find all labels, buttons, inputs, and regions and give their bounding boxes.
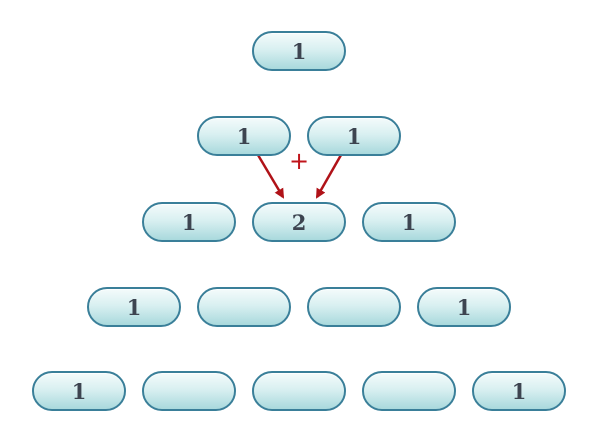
arrow-right-parent-to-child [315,154,343,199]
triangle-cell-r3-c2 [307,287,401,327]
triangle-cell-r4-c0: 1 [32,371,126,411]
triangle-cell-r1-c1: 1 [307,116,401,156]
triangle-cell-r0-c0: 1 [252,31,346,71]
triangle-cell-r1-c0: 1 [197,116,291,156]
triangle-cell-r2-c0: 1 [142,202,236,242]
triangle-cell-r3-c3: 1 [417,287,511,327]
triangle-cell-r4-c3 [362,371,456,411]
triangle-cell-r3-c0: 1 [87,287,181,327]
triangle-cell-r4-c2 [252,371,346,411]
triangle-cell-r3-c1 [197,287,291,327]
triangle-cell-r4-c1 [142,371,236,411]
triangle-cell-r2-c2: 1 [362,202,456,242]
plus-symbol: + [288,147,310,175]
triangle-cell-r4-c4: 1 [472,371,566,411]
triangle-cell-r2-c1: 2 [252,202,346,242]
arrow-left-parent-to-child [256,154,285,199]
